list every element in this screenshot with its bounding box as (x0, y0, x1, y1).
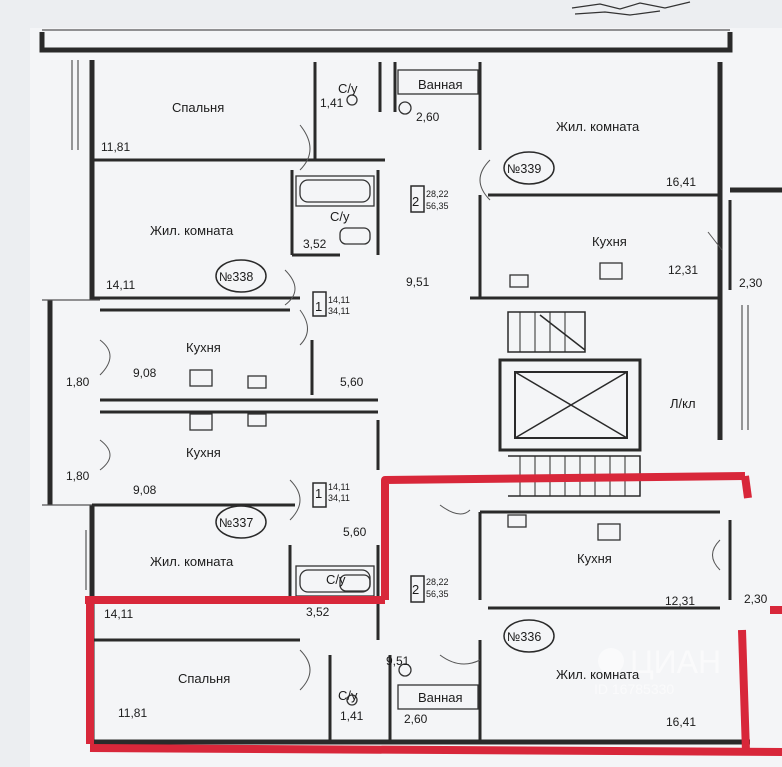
top-scribble (571, 1, 691, 16)
room-area: 11,81 (118, 706, 147, 720)
room-area: 1,41 (320, 96, 344, 110)
room-label: Кухня (186, 340, 221, 355)
apartment-living-area: 14,11 (328, 295, 350, 305)
room-area: 3,52 (303, 237, 327, 251)
apartment-number: №338 (219, 270, 253, 284)
apartment-rooms: 1 (315, 299, 322, 314)
apartment-number: №336 (507, 630, 541, 644)
room-label: Спальня (172, 100, 224, 115)
room-label: С/у (330, 209, 350, 224)
room-area: 12,31 (668, 263, 698, 277)
room-area: 2,30 (744, 592, 768, 606)
room-label: Жил. комната (556, 119, 640, 134)
room-area: 9,51 (386, 654, 410, 668)
apartment-marks (215, 151, 555, 653)
fixtures (189, 69, 623, 710)
room-area: 2,60 (404, 712, 428, 726)
cian-watermark: ЦИАН ID 16785330 (594, 644, 721, 697)
apartment-rooms: 2 (412, 194, 419, 209)
room-label: Жил. комната (150, 223, 234, 238)
room-area: 12,31 (665, 594, 695, 608)
apartment-rooms: 1 (315, 486, 322, 501)
svg-text:ID 16785330: ID 16785330 (594, 681, 674, 697)
apartment-rooms: 2 (412, 582, 419, 597)
room-area: 11,81 (101, 140, 130, 154)
room-label: С/у (326, 572, 346, 587)
room-area: 2,30 (739, 276, 763, 290)
apartment-total-area: 34,11 (328, 493, 350, 503)
room-area: 2,60 (416, 110, 440, 124)
room-area: 14,11 (104, 607, 133, 621)
door-swings (99, 124, 723, 691)
room-label: Ванная (418, 77, 463, 92)
room-label: Спальня (178, 671, 230, 686)
room-area: 16,41 (666, 175, 696, 189)
apartment-living-area: 28,22 (426, 577, 449, 587)
outer-walls (39, 32, 782, 745)
highlight-outline (85, 472, 782, 756)
room-area: 1,80 (66, 375, 90, 389)
room-label: С/у (338, 81, 358, 96)
room-label: Жил. комната (556, 667, 640, 682)
room-area: 5,60 (343, 525, 367, 539)
room-label: С/у (338, 688, 358, 703)
room-label: Ванная (418, 690, 463, 705)
room-area: 14,11 (106, 278, 135, 292)
apartment-living-area: 14,11 (328, 482, 350, 492)
room-label: Кухня (577, 551, 612, 566)
svg-text:ЦИАН: ЦИАН (630, 644, 721, 680)
room-label: Л/кл (670, 396, 696, 411)
room-area: 5,60 (340, 375, 364, 389)
room-label: Жил. комната (150, 554, 234, 569)
room-area: 3,52 (306, 605, 330, 619)
room-area: 16,41 (666, 715, 696, 729)
apartment-number: №339 (507, 162, 541, 176)
room-area: 9,08 (133, 483, 157, 497)
apartment-total-area: 56,35 (426, 201, 449, 211)
stair-core (498, 311, 642, 497)
room-area: 9,08 (133, 366, 157, 380)
room-area: 1,41 (340, 709, 364, 723)
room-label: Кухня (186, 445, 221, 460)
interior-walls (92, 62, 732, 740)
apartment-living-area: 28,22 (426, 189, 449, 199)
room-area: 1,80 (66, 469, 90, 483)
facade-lines (42, 29, 749, 590)
apartment-total-area: 34,11 (328, 306, 350, 316)
apartment-total-area: 56,35 (426, 589, 449, 599)
apartment-number: №337 (219, 516, 253, 530)
room-label: Кухня (592, 234, 627, 249)
room-area: 9,51 (406, 275, 430, 289)
